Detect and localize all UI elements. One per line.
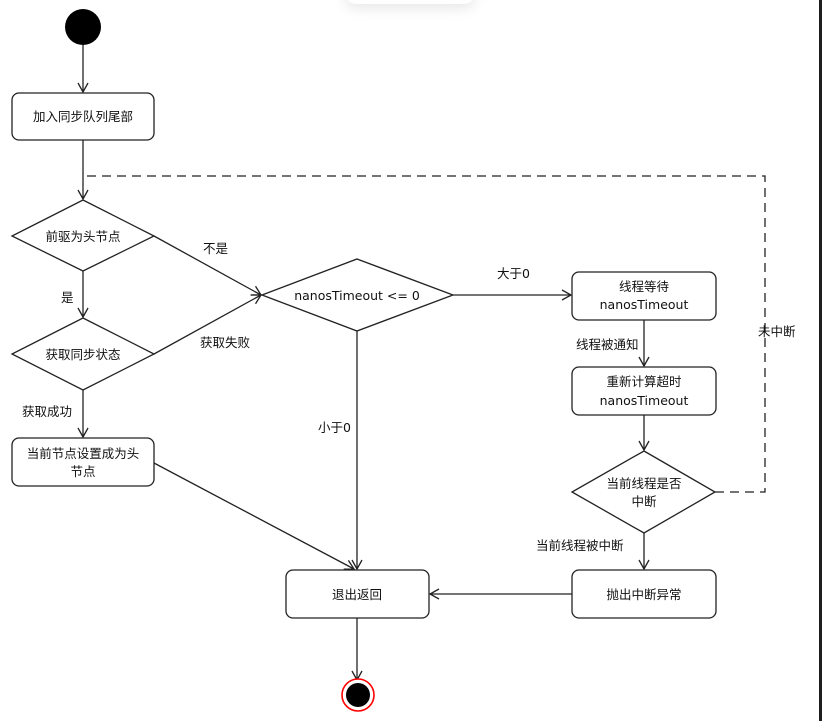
edges — [77, 45, 766, 682]
edge-label-not-head: 不是 — [203, 241, 229, 256]
edge-acquire-failed — [153, 294, 263, 355]
edge-label-notified: 线程被通知 — [576, 337, 639, 352]
node-acquire-state[interactable]: 获取同步状态 — [10, 317, 156, 391]
node-recalc-timeout[interactable]: 重新计算超时 nanosTimeout — [571, 366, 717, 416]
node-timeout-check-label: nanosTimeout <= 0 — [294, 288, 420, 303]
node-throw-interrupt[interactable]: 抛出中断异常 — [571, 569, 717, 619]
node-set-head-label-line2: 节点 — [70, 464, 95, 479]
node-pred-is-head-diamond — [10, 199, 156, 272]
edge-not-interrupted-loop — [86, 175, 766, 493]
node-interrupted-check-label-line2: 中断 — [631, 494, 656, 509]
node-thread-wait[interactable]: 线程等待 nanosTimeout — [571, 271, 717, 321]
node-recalc-timeout-label-line2: nanosTimeout — [600, 393, 689, 408]
edge-not-head — [153, 235, 263, 296]
node-thread-wait-box — [571, 271, 717, 321]
edge-set-head-to-exit — [153, 462, 356, 570]
node-enqueue-label: 加入同步队列尾部 — [33, 109, 133, 124]
edge-label-greater-than-zero: 大于0 — [497, 266, 530, 281]
edge-label-acquire-success: 获取成功 — [22, 404, 72, 419]
edge-label-acquire-failed: 获取失败 — [200, 335, 251, 350]
edge-label-less-than-zero: 小于0 — [318, 420, 351, 435]
node-timeout-check[interactable]: nanosTimeout <= 0 — [260, 258, 455, 332]
node-pred-is-head[interactable]: 前驱为头节点 — [10, 199, 156, 272]
node-interrupted-check-diamond — [570, 450, 717, 534]
node-acquire-state-label: 获取同步状态 — [45, 347, 120, 362]
node-thread-wait-label-line1: 线程等待 — [619, 279, 670, 294]
window-edge — [819, 0, 822, 721]
node-interrupted-check[interactable]: 当前线程是否 中断 — [570, 450, 717, 534]
end-node-core — [346, 683, 370, 707]
start-node — [65, 9, 101, 45]
node-throw-interrupt-label: 抛出中断异常 — [606, 587, 681, 602]
node-interrupted-check-label-line1: 当前线程是否 — [606, 476, 681, 491]
node-throw-interrupt-box — [571, 569, 717, 619]
edge-label-is-head: 是 — [61, 290, 74, 305]
node-set-head[interactable]: 当前节点设置成为头 节点 — [11, 437, 155, 487]
node-exit-return[interactable]: 退出返回 — [285, 569, 430, 619]
window-shadow — [345, 0, 475, 4]
end-node — [341, 678, 375, 712]
edge-label-interrupted: 当前线程被中断 — [536, 538, 624, 553]
node-timeout-check-diamond — [260, 258, 455, 332]
node-exit-return-label: 退出返回 — [332, 587, 382, 602]
node-pred-is-head-label: 前驱为头节点 — [45, 229, 120, 244]
node-acquire-state-diamond — [10, 317, 156, 391]
node-exit-return-box — [285, 569, 430, 619]
node-set-head-box — [11, 437, 155, 487]
node-recalc-timeout-label-line1: 重新计算超时 — [606, 374, 682, 389]
edge-label-not-interrupted: 未中断 — [758, 324, 796, 339]
node-set-head-label-line1: 当前节点设置成为头 — [27, 446, 140, 461]
edge-labels: 不是 是 获取失败 获取成功 大于0 小于0 线程被通知 未中断 当前线程被中断 — [22, 241, 796, 553]
node-thread-wait-label-line2: nanosTimeout — [600, 297, 689, 312]
nodes: 加入同步队列尾部 前驱为头节点 获取同步状态 当前节点设置成为头 节点 nano… — [10, 9, 717, 712]
node-recalc-timeout-box — [571, 366, 717, 416]
node-enqueue-box — [11, 92, 155, 141]
node-enqueue[interactable]: 加入同步队列尾部 — [11, 92, 155, 141]
